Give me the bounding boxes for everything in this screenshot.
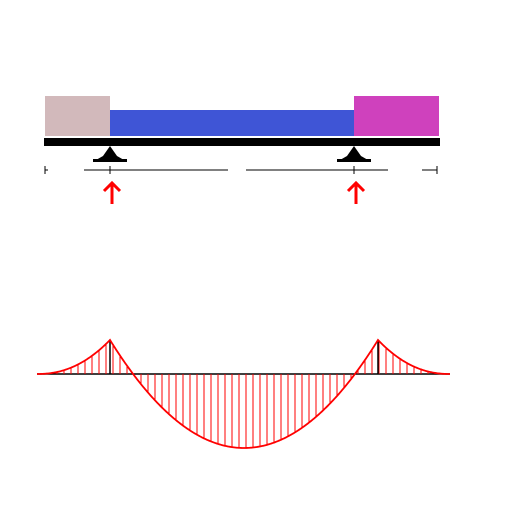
triangle-support-icon xyxy=(340,146,368,160)
right-support xyxy=(337,146,371,162)
left-reaction xyxy=(102,180,122,204)
moment-curve xyxy=(37,338,450,449)
support-base xyxy=(93,159,127,162)
left-support xyxy=(93,146,127,162)
beam xyxy=(44,138,440,146)
support-base xyxy=(337,159,371,162)
left-overhang-load xyxy=(45,96,110,136)
span-load xyxy=(110,110,354,136)
arrow-head xyxy=(102,180,122,193)
triangle-support-icon xyxy=(96,146,124,160)
moment-hatching xyxy=(42,340,443,448)
right-overhang-load xyxy=(354,96,439,136)
bending-moment-diagram xyxy=(37,338,450,449)
dimension-line xyxy=(44,166,438,174)
right-reaction xyxy=(346,180,366,204)
arrow-head xyxy=(346,180,366,193)
